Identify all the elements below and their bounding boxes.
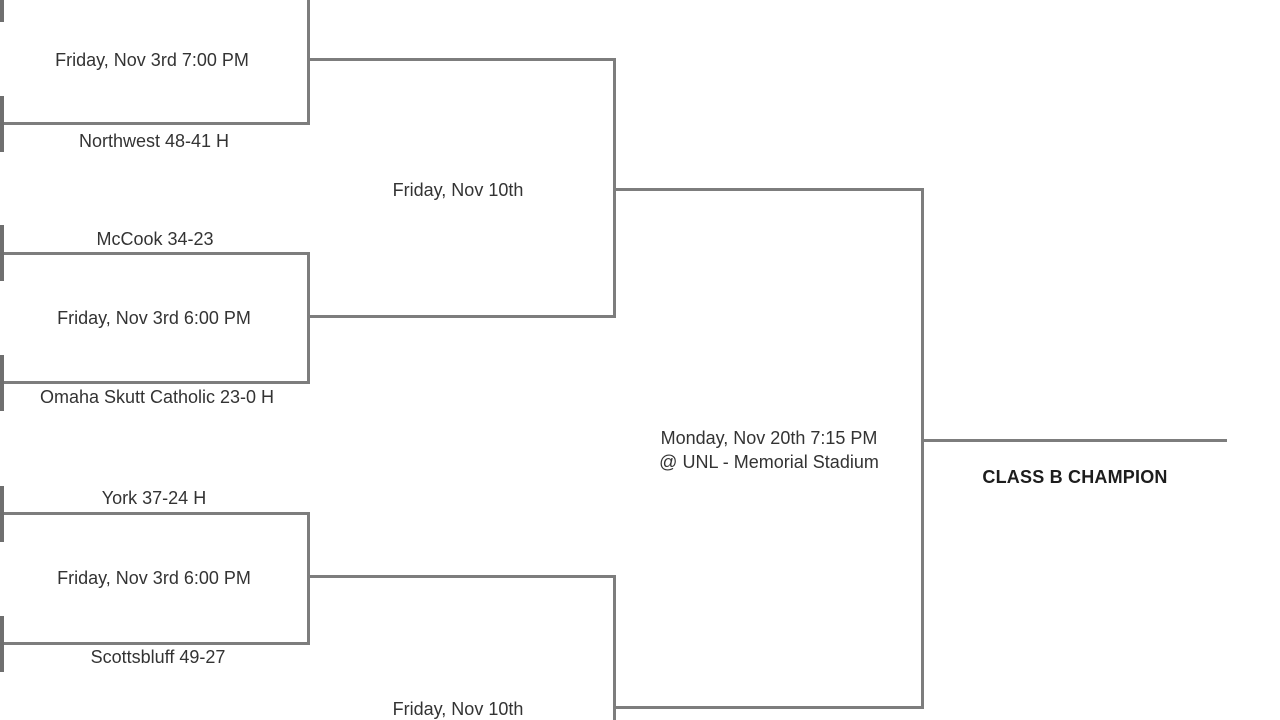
qf1-box-bottom-line (0, 122, 310, 125)
feeder-stub-6 (0, 616, 4, 672)
champion-line (921, 439, 1227, 442)
qf2-box-top-line (0, 252, 310, 255)
qf3-bottom-team-label: Scottsbluff 49-27 (90, 647, 226, 667)
qf1-time-label: Friday, Nov 3rd 7:00 PM (55, 50, 249, 70)
qf2-top-team-label: McCook 34-23 (96, 229, 214, 249)
sf2-connector-line (613, 575, 616, 720)
qf2-bottom-team-label: Omaha Skutt Catholic 23-0 H (39, 387, 275, 407)
qf1-bottom-team-label: Northwest 48-41 H (78, 131, 230, 151)
qf3-winner-line (307, 575, 616, 578)
qf2-time-label: Friday, Nov 3rd 6:00 PM (57, 308, 251, 328)
champion-title: CLASS B CHAMPION (982, 467, 1168, 487)
qf3-time-label: Friday, Nov 3rd 6:00 PM (57, 568, 251, 588)
feeder-stub-4 (0, 355, 4, 411)
final-venue-label: @ UNL - Memorial Stadium (659, 452, 879, 472)
sf2-winner-line (613, 706, 924, 709)
final-connector-line (921, 188, 924, 709)
qf3-box-bottom-line (0, 642, 310, 645)
qf1-box-right-line (307, 0, 310, 125)
final-time-label: Monday, Nov 20th 7:15 PM (660, 428, 878, 448)
qf3-box-right-line (307, 512, 310, 645)
feeder-stub-5 (0, 486, 4, 542)
qf1-winner-line (307, 58, 616, 61)
qf3-box-top-line (0, 512, 310, 515)
qf2-box-bottom-line (0, 381, 310, 384)
feeder-stub-3 (0, 225, 4, 281)
feeder-stub-1 (0, 0, 4, 22)
sf1-time-label: Friday, Nov 10th (392, 180, 524, 200)
qf2-winner-line (307, 315, 616, 318)
sf2-time-label: Friday, Nov 10th (392, 699, 524, 719)
sf1-winner-line (613, 188, 924, 191)
final-game-info: Monday, Nov 20th 7:15 PM @ UNL - Memoria… (659, 426, 879, 474)
qf3-top-team-label: York 37-24 H (101, 488, 207, 508)
qf2-box-right-line (307, 252, 310, 384)
feeder-stub-2 (0, 96, 4, 152)
